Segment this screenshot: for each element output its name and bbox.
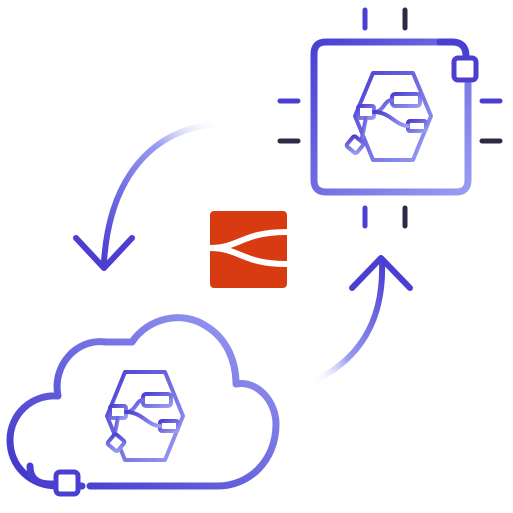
cloud-outline — [6, 314, 280, 490]
chip-pins-right — [479, 98, 503, 144]
chip-pins-top — [362, 7, 408, 31]
cloud-pad — [53, 469, 81, 497]
chip-pad — [451, 55, 479, 83]
chip-pins-left — [277, 98, 301, 144]
chip-body — [310, 38, 472, 196]
cloud-icon — [6, 314, 280, 497]
brand-logo-icon — [209, 211, 288, 288]
node-graph-icon — [105, 370, 185, 462]
node-graph-icon — [344, 71, 433, 162]
curved-arrow-up-icon — [309, 255, 413, 385]
chip-icon — [277, 7, 503, 229]
chip-pins-bottom — [362, 205, 408, 229]
curved-arrow-down-icon — [73, 121, 228, 271]
